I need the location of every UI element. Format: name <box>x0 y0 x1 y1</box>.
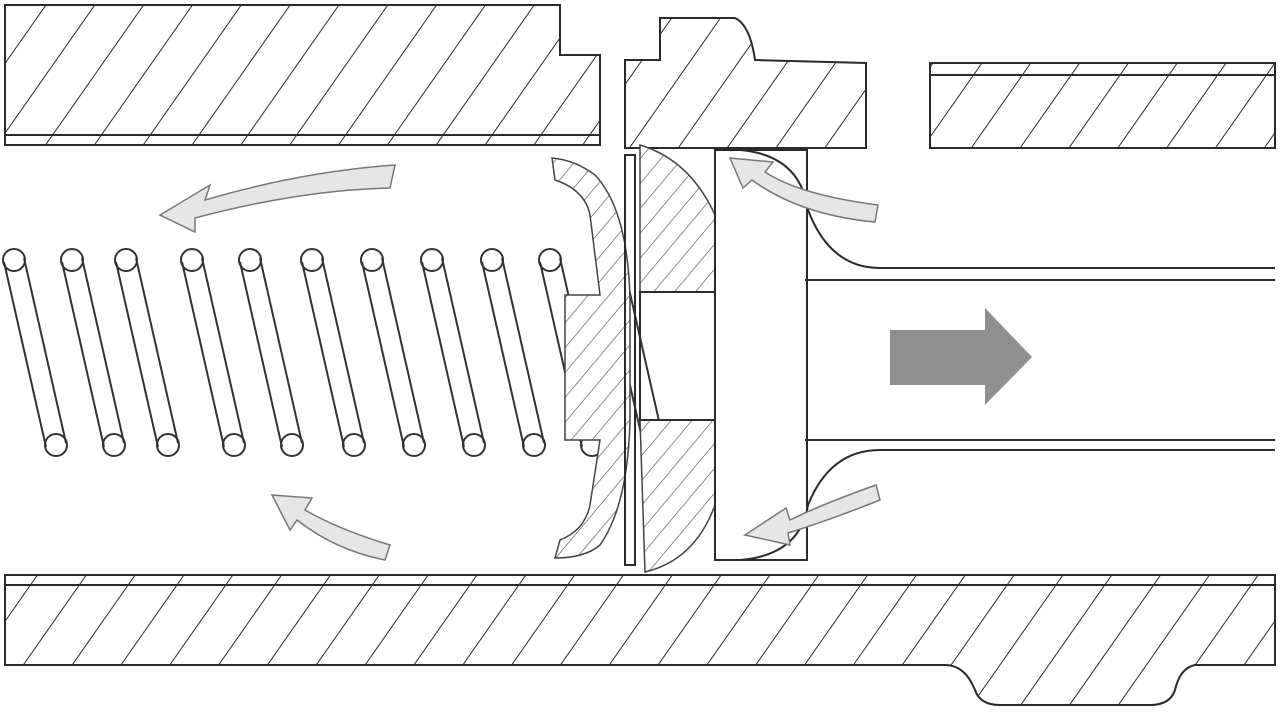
curved-arrow-in-bottom-icon <box>743 484 881 546</box>
spring-coil <box>360 248 426 457</box>
spring-coil <box>420 248 486 457</box>
lower-housing <box>4 574 1276 706</box>
spring-coil <box>2 248 68 457</box>
curved-arrow-left-icon <box>158 164 396 234</box>
upper-left-housing <box>4 4 601 146</box>
valve-seat-upper <box>639 143 716 293</box>
upper-right-housing <box>929 62 1276 149</box>
spring-coil <box>60 248 126 457</box>
compression-spring <box>2 248 666 457</box>
spring-coil <box>180 248 246 457</box>
valve-bore <box>639 291 716 421</box>
spring-coil <box>480 248 546 457</box>
spring-coil <box>114 248 180 457</box>
spring-cup <box>551 157 631 559</box>
valve-seat-lower <box>639 419 716 573</box>
curved-arrow-in-top-icon <box>728 157 879 223</box>
spring-coil <box>300 248 366 457</box>
valve-poppet <box>714 149 1275 561</box>
arrow-right-icon <box>890 308 1032 405</box>
seat-plate <box>624 154 636 566</box>
valve-collar <box>624 17 867 149</box>
spring-coil <box>238 248 304 457</box>
curved-arrow-up-left-icon <box>270 494 391 561</box>
